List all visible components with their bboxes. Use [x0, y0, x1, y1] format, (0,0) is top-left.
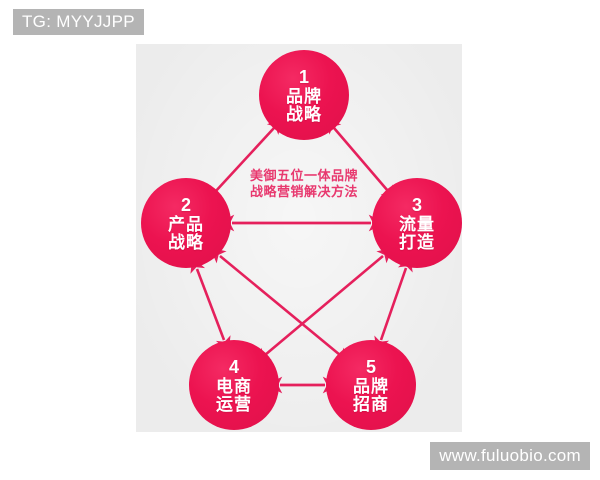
connector-3-4	[255, 247, 393, 364]
diagram-node-3[interactable]: 3 流量 打造	[372, 178, 462, 268]
node-2-label-line-1: 产品	[168, 214, 204, 234]
node-2-number: 2	[180, 194, 191, 215]
center-caption-line-2: 战略营销解决方法	[249, 184, 358, 199]
connector-3-5	[374, 255, 413, 353]
connector-1-2	[206, 118, 283, 202]
diagram-node-4[interactable]: 4 电商 运营	[189, 340, 279, 430]
node-5-label-line-1: 品牌	[353, 376, 389, 396]
diagram-node-2[interactable]: 2 产品 战略	[141, 178, 231, 268]
watermark-bottom-right: www.fuluobio.com	[430, 442, 590, 470]
watermark-top-left: TG: MYYJJPP	[13, 9, 144, 35]
node-3-label-line-1: 流量	[399, 214, 435, 234]
node-1-label-line-1: 品牌	[286, 86, 322, 106]
node-3-number: 3	[411, 194, 422, 215]
connector-1-3	[325, 118, 397, 201]
center-caption-line-1: 美御五位一体品牌	[249, 168, 358, 183]
node-4-label-line-1: 电商	[216, 376, 252, 396]
diagram-node-5[interactable]: 5 品牌 招商	[326, 340, 416, 430]
diagram-node-1[interactable]: 1 品牌 战略	[259, 50, 349, 140]
node-1-number: 1	[298, 66, 309, 87]
node-3-label-line-2: 打造	[399, 232, 435, 252]
connector-layer	[190, 118, 413, 394]
node-5-number: 5	[365, 356, 376, 377]
node-4-label-line-2: 运营	[216, 394, 252, 414]
connector-2-4	[190, 256, 231, 353]
node-2-label-line-2: 战略	[168, 232, 204, 252]
node-5-label-line-2: 招商	[353, 394, 389, 414]
node-4-number: 4	[228, 356, 239, 377]
center-caption: 美御五位一体品牌 战略营销解决方法	[229, 168, 379, 200]
node-1-label-line-2: 战略	[286, 104, 322, 124]
